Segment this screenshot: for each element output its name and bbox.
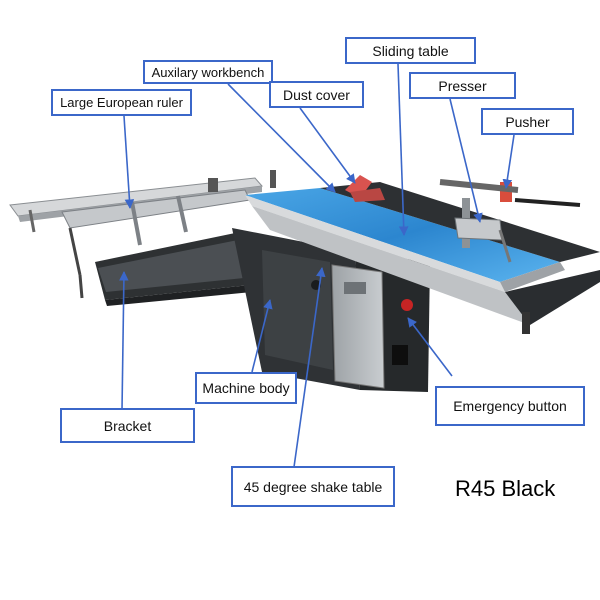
- machine-leg: [522, 312, 530, 334]
- label-dust-cover: Dust cover: [269, 81, 364, 108]
- label-auxiliary-workbench: Auxilary workbench: [143, 60, 273, 84]
- pusher-shape: [439, 179, 581, 207]
- label-presser: Presser: [409, 72, 516, 99]
- presser-shape: [454, 198, 512, 263]
- label-emergency-button: Emergency button: [435, 386, 585, 426]
- model-name: R45 Black: [455, 476, 556, 501]
- bracket-frame: [95, 232, 252, 306]
- dust-cover-shape: [345, 175, 385, 202]
- label-45-degree-shake-table: 45 degree shake table: [231, 466, 395, 507]
- callout-arrows: [119, 63, 515, 468]
- label-large-european-ruler: Large European ruler: [51, 89, 192, 116]
- label-machine-body: Machine body: [195, 372, 297, 404]
- european-ruler-frame: [9, 170, 276, 299]
- label-sliding-table: Sliding table: [345, 37, 476, 64]
- label-pusher: Pusher: [481, 108, 574, 135]
- machine-body-shape: [232, 228, 430, 392]
- label-bracket: Bracket: [60, 408, 195, 443]
